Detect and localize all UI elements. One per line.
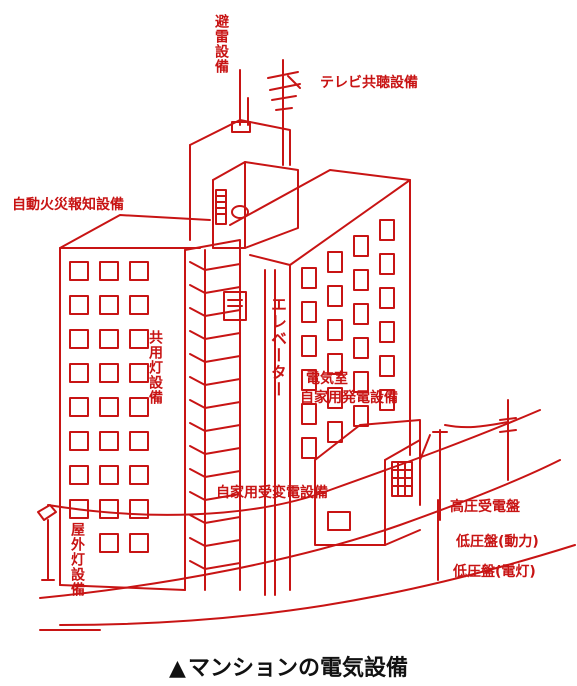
label-electric-room: 電気室 xyxy=(306,371,348,387)
window xyxy=(129,397,149,417)
window xyxy=(99,431,119,451)
balcony-slat xyxy=(189,491,241,501)
window xyxy=(69,261,89,281)
window xyxy=(379,219,395,241)
window xyxy=(301,369,317,391)
window xyxy=(353,405,369,427)
outdoor-lamp xyxy=(37,504,57,581)
window xyxy=(379,389,395,411)
lightning-rod xyxy=(239,69,249,126)
balcony-slat xyxy=(189,284,241,294)
window xyxy=(129,465,149,485)
window xyxy=(99,397,119,417)
left-windows xyxy=(69,261,149,553)
window xyxy=(69,329,89,349)
window xyxy=(301,267,317,289)
window xyxy=(379,287,395,309)
window xyxy=(129,329,149,349)
label-fire-alarm: 自動火災報知設備 xyxy=(12,197,124,213)
window xyxy=(99,533,119,553)
balcony-slat xyxy=(189,330,241,340)
window xyxy=(327,353,343,375)
stair-column xyxy=(184,239,241,591)
window xyxy=(379,253,395,275)
window xyxy=(301,437,317,459)
caption-marker: ▲ xyxy=(169,656,186,681)
window xyxy=(99,499,119,519)
window xyxy=(99,329,119,349)
label-hv-panel: 高圧受電盤 xyxy=(450,499,520,515)
right-building xyxy=(229,169,411,591)
window xyxy=(353,235,369,257)
label-substation: 自家用受変電設備 xyxy=(216,485,328,501)
window xyxy=(379,355,395,377)
window xyxy=(129,533,149,553)
window xyxy=(327,285,343,307)
window xyxy=(99,465,119,485)
window xyxy=(69,431,89,451)
balcony-slat xyxy=(189,422,241,432)
balcony-slat xyxy=(189,399,241,409)
street-lines xyxy=(39,409,576,631)
tv-antenna xyxy=(267,59,301,166)
balcony-slat xyxy=(189,445,241,455)
window xyxy=(129,261,149,281)
window xyxy=(129,295,149,315)
window xyxy=(99,295,119,315)
window xyxy=(99,363,119,383)
label-generator: 自家用発電設備 xyxy=(300,390,398,406)
window xyxy=(353,371,369,393)
elevator-shaft xyxy=(223,269,276,596)
figure-caption: ▲マンションの電気設備 xyxy=(0,650,577,682)
window xyxy=(353,337,369,359)
window xyxy=(327,421,343,443)
window xyxy=(301,301,317,323)
balcony-slat xyxy=(189,560,241,570)
rooftop-room xyxy=(189,119,299,249)
label-outdoor-lighting: 屋外灯設備 xyxy=(69,522,85,597)
balcony-slats xyxy=(189,261,241,570)
window xyxy=(69,397,89,417)
right-windows xyxy=(301,219,395,459)
window xyxy=(69,499,89,519)
left-building xyxy=(59,214,211,591)
window xyxy=(129,499,149,519)
window xyxy=(69,363,89,383)
balcony-slat xyxy=(189,514,241,524)
balcony-slat xyxy=(189,537,241,547)
window xyxy=(327,319,343,341)
window xyxy=(301,335,317,357)
label-lightning-protection: 避雷設備 xyxy=(213,14,229,74)
window xyxy=(129,431,149,451)
window xyxy=(69,295,89,315)
balcony-slat xyxy=(189,261,241,271)
window xyxy=(301,403,317,425)
window xyxy=(69,465,89,485)
label-elevator: エレベーター xyxy=(268,296,287,398)
label-lv-lighting-panel: 低圧盤(電灯) xyxy=(453,564,536,580)
balcony-slat xyxy=(189,307,241,317)
window xyxy=(353,269,369,291)
label-lv-power-panel: 低圧盤(動力) xyxy=(456,534,539,550)
balcony-slat xyxy=(189,353,241,363)
window xyxy=(129,363,149,383)
window xyxy=(99,261,119,281)
window xyxy=(379,321,395,343)
electric-room xyxy=(314,419,421,546)
balcony-slat xyxy=(189,376,241,386)
power-pole xyxy=(419,399,517,521)
label-tv-reception: テレビ共聴設備 xyxy=(320,75,418,91)
balcony-slat xyxy=(189,468,241,478)
window xyxy=(327,387,343,409)
window xyxy=(353,303,369,325)
label-common-lighting: 共用灯設備 xyxy=(147,330,163,405)
window xyxy=(327,251,343,273)
caption-text: マンションの電気設備 xyxy=(187,656,408,681)
